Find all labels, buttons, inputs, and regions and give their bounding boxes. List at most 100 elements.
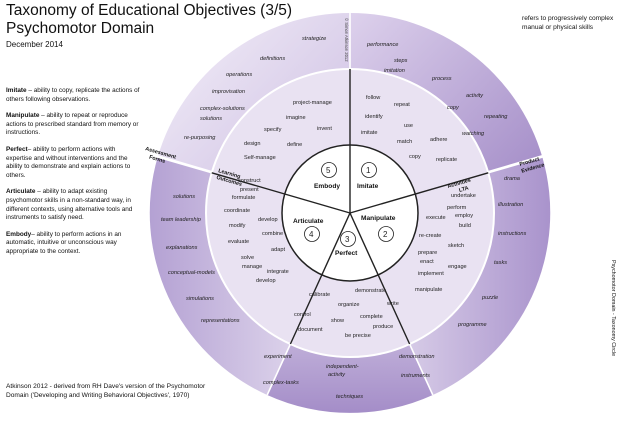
verb-articulate: solve — [241, 255, 254, 261]
inner-spokes — [211, 69, 489, 345]
verb-articulate: coordinate — [224, 208, 250, 214]
verb-articulate: develop — [256, 278, 276, 284]
outer-word: process — [431, 76, 452, 82]
verb-imitate: use — [404, 123, 413, 129]
level-number: 2 — [383, 230, 388, 239]
outer-word: improvisation — [212, 89, 245, 95]
outer-word: activity — [466, 93, 484, 99]
definition-perfect: Perfect– ability to perform actions with… — [6, 145, 131, 179]
verb-embody: define — [287, 142, 302, 148]
verb-manipulate: engage — [448, 264, 467, 270]
date-label: December 2014 — [6, 40, 63, 49]
verb-embody: invent — [317, 126, 332, 132]
verb-articulate: modify — [229, 223, 246, 229]
verb-perfect: calibrate — [309, 292, 330, 298]
level-name: Perfect — [335, 250, 358, 257]
outer-word: solutions — [173, 194, 195, 200]
verb-embody: imagine — [286, 115, 306, 121]
outer-word: independent- — [326, 364, 359, 370]
verb-perfect: control — [294, 312, 311, 318]
verb-manipulate: implement — [418, 271, 444, 277]
verb-embody: Self-manage — [244, 155, 276, 161]
outer-word: complex-solutions — [200, 106, 245, 112]
level-name: Articulate — [293, 218, 324, 225]
definition-articulate: Articulate – ability to adapt existing p… — [6, 188, 133, 222]
outer-word: definitions — [260, 56, 285, 62]
ring-band-lines — [136, 148, 564, 174]
verb-perfect: produce — [373, 324, 393, 330]
outer-word: drama — [504, 176, 520, 182]
verb-embody: design — [244, 141, 260, 147]
verb-perfect: organize — [338, 302, 359, 308]
outer-word: steps — [394, 58, 408, 64]
verb-imitate: replicate — [436, 157, 457, 163]
outer-word: instructions — [498, 231, 526, 237]
verb-manipulate: undertake — [451, 193, 476, 199]
verb-perfect: document — [298, 327, 323, 333]
vertical-copyright: © Simon Atkinson 2012 — [344, 18, 349, 62]
level-name: Embody — [314, 183, 340, 190]
domain-description: refers to progressively complex manual o… — [522, 15, 614, 31]
outer-word: conceptual-models — [168, 270, 215, 276]
outer-word: solutions — [200, 116, 222, 122]
page-title: Taxonomy of Educational Objectives (3/5)… — [6, 2, 292, 38]
verb-manipulate: perform — [447, 205, 467, 211]
verb-manipulate: enact — [420, 259, 434, 265]
verb-articulate: formulate — [232, 195, 255, 201]
outer-word: re-purposing — [184, 135, 216, 141]
outer-word: illustration — [498, 202, 523, 208]
verb-perfect: complete — [360, 314, 383, 320]
outer-word: instruments — [401, 373, 430, 379]
outer-word: activity — [328, 372, 346, 378]
outer-word: tasks — [494, 260, 507, 266]
outer-word: performance — [366, 42, 398, 48]
definitions-list: Imitate – ability to copy, replicate the… — [6, 87, 141, 265]
outer-word: operations — [226, 72, 252, 78]
level-name: Imitate — [357, 183, 379, 190]
verb-articulate: adapt — [271, 247, 285, 253]
outer-word: copy — [447, 105, 460, 111]
title-line-1: Taxonomy of Educational Objectives (3/5) — [6, 2, 293, 19]
outer-word: simulations — [186, 296, 214, 302]
verb-perfect: show — [331, 318, 345, 324]
level-number: 4 — [309, 230, 314, 239]
outer-word: imitation — [384, 68, 405, 74]
verb-imitate: identify — [365, 114, 383, 120]
level-number: 1 — [366, 166, 371, 175]
definition-imitate: Imitate – ability to copy, replicate the… — [6, 87, 140, 103]
outer-word: techniques — [336, 394, 363, 400]
verb-articulate: construct — [238, 178, 261, 184]
verb-articulate: integrate — [267, 269, 289, 275]
verb-manipulate: re-create — [419, 233, 441, 239]
verb-imitate: imitate — [361, 130, 377, 136]
verb-manipulate: prepare — [418, 250, 437, 256]
level-number: 3 — [345, 235, 350, 244]
verb-embody: specify — [264, 127, 282, 133]
verb-manipulate: build — [459, 223, 471, 229]
verb-perfect: demonstrate — [355, 288, 386, 294]
verb-articulate: present — [240, 187, 259, 193]
outer-word: explanations — [166, 245, 198, 251]
verb-articulate: combine — [262, 231, 283, 237]
outer-word: demonstration — [399, 354, 434, 360]
verb-manipulate: sketch — [448, 243, 464, 249]
level-perfect: 3 Perfect — [335, 231, 358, 257]
level-embody: 5 Embody — [314, 162, 340, 190]
outer-word: team leadership — [161, 217, 201, 223]
outer-word: puzzle — [481, 295, 498, 301]
verb-imitate: match — [397, 139, 412, 145]
outer-word: watching — [462, 131, 485, 137]
verb-manipulate: execute — [426, 215, 446, 221]
level-imitate: 1 Imitate — [357, 162, 379, 190]
level-articulate: 4 Articulate — [293, 218, 324, 242]
level-manipulate: 2 Manipulate — [361, 215, 396, 242]
verb-embody: project-manage — [293, 100, 332, 106]
verb-perfect: be precise — [345, 333, 371, 339]
definition-embody: Embody– ability to perform actions in an… — [6, 230, 122, 255]
outer-word: strategize — [302, 36, 326, 42]
source-credit: Atkinson 2012 - derived from RH Dave's v… — [6, 383, 206, 400]
outer-word: experiment — [264, 354, 292, 360]
title-line-2: Psychomotor Domain — [6, 20, 155, 37]
outer-word: repeating — [484, 114, 508, 120]
